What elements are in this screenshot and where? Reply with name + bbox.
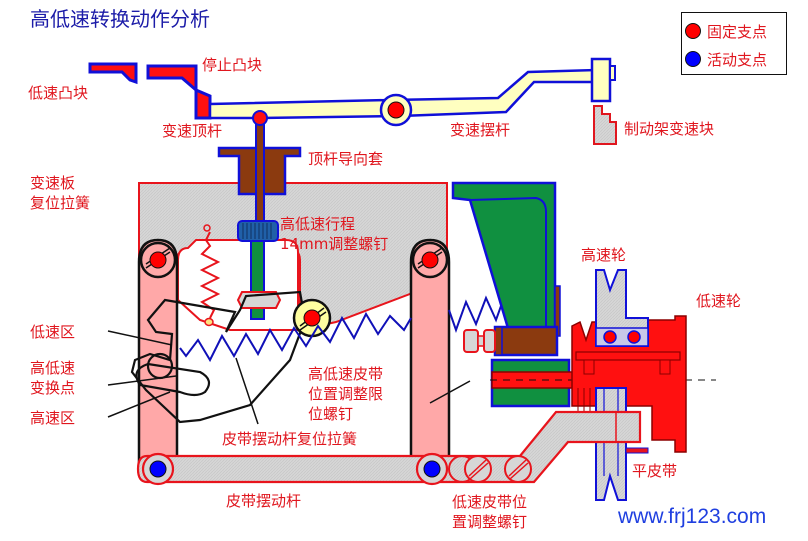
- label-travel-adjust-screw: 高低速行程 14mm调整螺钉: [280, 215, 389, 253]
- label-low-speed-cam: 低速凸块: [28, 84, 89, 102]
- label-belt-swing-lever: 皮带摆动杆: [226, 492, 302, 510]
- page-title: 高低速转换动作分析: [30, 7, 210, 31]
- label-stop-cam: 停止凸块: [202, 56, 263, 74]
- stop-cam: [146, 64, 198, 94]
- shift-swing-lever: [208, 68, 598, 120]
- label-low-belt-adjust-screw: 低速皮带位 置调整螺钉: [452, 493, 528, 531]
- label-belt-lever-return-spring: 皮带摆动杆复位拉簧: [222, 430, 358, 448]
- brake-frame-shift-block: [593, 105, 617, 145]
- belt-guide-bracket: [451, 181, 557, 337]
- belt-fork-block: [493, 325, 559, 357]
- label-high-speed-zone: 高速区: [30, 409, 76, 427]
- high-speed-wheel-lower: [595, 387, 627, 501]
- label-brake-frame-shift-block: 制动架变速块: [624, 120, 715, 138]
- fixed-pivot-icon: [685, 23, 701, 39]
- speed-cam-plate: [130, 290, 307, 424]
- flat-belt: [625, 447, 649, 454]
- travel-adjust-screw-knob: [237, 220, 279, 242]
- label-push-rod-guide-sleeve: 顶杆导向套: [308, 150, 384, 168]
- label-low-speed-wheel: 低速轮: [696, 292, 742, 310]
- label-low-speed-zone: 低速区: [30, 323, 76, 341]
- label-belt-limit-screw: 高低速皮带 位置调整限 位螺钉: [308, 365, 384, 423]
- spring-hook-icon: [203, 224, 211, 232]
- shift-push-rod: [255, 117, 265, 223]
- leader-lines: [107, 330, 471, 425]
- low-speed-wheel: [571, 315, 687, 453]
- label-flat-belt: 平皮带: [632, 462, 678, 480]
- moving-pivot-icon: [423, 460, 441, 478]
- push-rod-top-pivot: [252, 110, 268, 126]
- lever-end-block: [590, 57, 612, 103]
- fixed-pivot-icon: [421, 251, 439, 269]
- low-belt-adjust-screw: [504, 455, 532, 483]
- right-vertical-link: [409, 238, 451, 470]
- moving-pivot-icon: [149, 460, 167, 478]
- belt-limit-screw: [463, 329, 496, 353]
- label-shift-push-rod: 变速顶杆: [162, 122, 223, 140]
- legend-item-fixed: 固定支点: [685, 20, 767, 42]
- cam-slot: [135, 362, 211, 397]
- spring-anchor-icon: [204, 317, 214, 327]
- legend-label: 活动支点: [707, 50, 768, 69]
- shift-plate-return-spring: [199, 231, 221, 319]
- bearing-ball: [627, 330, 641, 344]
- lever-end-tab: [609, 65, 616, 81]
- shift-push-rod-head: [194, 87, 212, 120]
- legend-item-moving: 活动支点: [685, 48, 767, 70]
- legend: 固定支点 活动支点: [681, 12, 787, 75]
- belt-lever-return-spring: [179, 311, 412, 363]
- belt-swing-lever: [136, 410, 642, 484]
- label-shift-plate-return-spring: 变速板 复位拉簧: [30, 174, 91, 212]
- fixed-pivot-icon: [303, 309, 321, 327]
- bearing-ball: [603, 330, 617, 344]
- fixed-pivot-icon: [149, 251, 167, 269]
- moving-pivot-icon: [685, 51, 701, 67]
- label-shift-swing-lever: 变速摆杆: [450, 121, 511, 139]
- watermark: www.frj123.com: [618, 505, 767, 528]
- label-high-speed-wheel: 高速轮: [581, 246, 627, 264]
- label-switch-point: 高低速 变换点: [30, 359, 76, 397]
- low-belt-adjust-screw: [464, 455, 492, 483]
- fixed-pivot-icon: [387, 101, 405, 119]
- low-speed-cam: [88, 62, 138, 85]
- legend-label: 固定支点: [707, 22, 768, 41]
